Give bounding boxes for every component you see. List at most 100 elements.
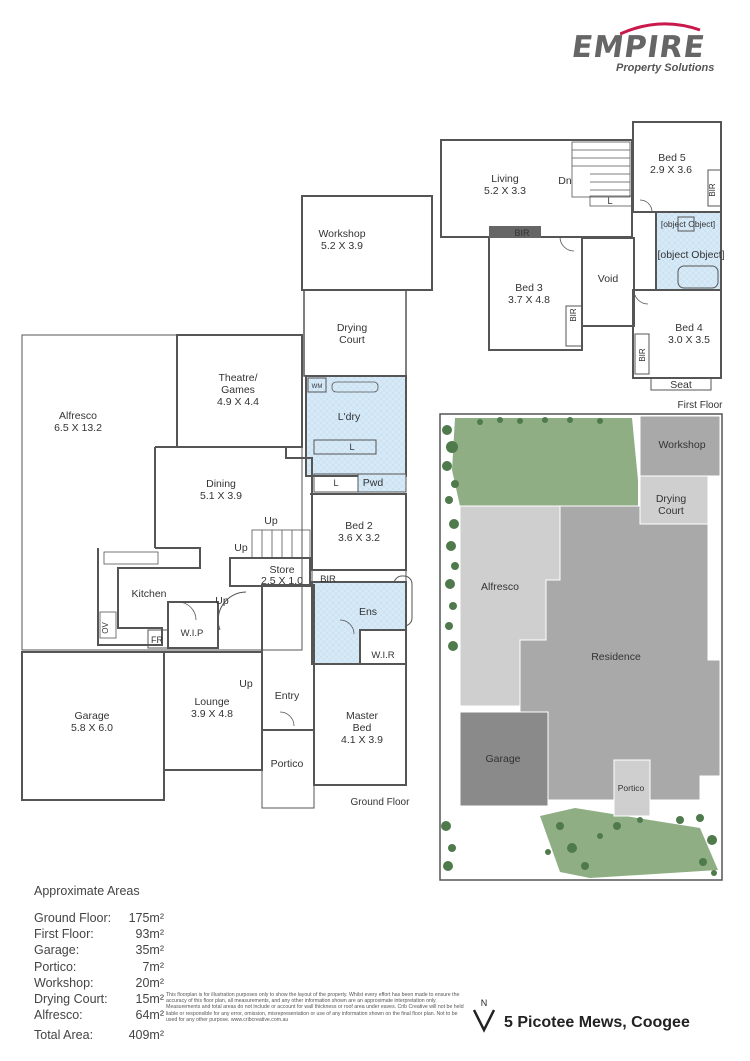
areas-heading: Approximate Areas: [34, 884, 140, 898]
garage-label: Garage: [74, 710, 109, 722]
areas-row: Garage: 35m²: [34, 942, 164, 958]
wip-room: [167, 601, 219, 649]
bir-label-1: BIR: [514, 228, 530, 238]
bed5-dims: 2.9 X 3.6: [650, 164, 692, 176]
areas-row: Workshop: 20m²: [34, 975, 164, 991]
bir-label-4: BIR: [638, 348, 647, 362]
theatre-dims: 4.9 X 4.4: [217, 396, 259, 408]
wir-label: W.I.R: [371, 650, 394, 661]
wip-label: W.I.P: [181, 628, 204, 639]
up-label-2: Up: [234, 542, 248, 554]
portico-label: Portico: [271, 758, 304, 770]
wir-room: [359, 629, 407, 665]
seat-box: [650, 377, 712, 391]
laundry-room: [305, 375, 407, 477]
first-floor-labels: Living 5.2 X 3.3 Dn L Bed 5 2.9 X 3.6 BI…: [484, 152, 725, 411]
bed4-label: Bed 4: [675, 322, 703, 334]
ground-floor-title: Ground Floor: [351, 797, 411, 808]
logo-swoosh: [620, 22, 701, 36]
site-drying-label-2: Court: [658, 505, 684, 517]
areas-table: Approximate Areas Ground Floor: 175m² Fir…: [34, 884, 164, 1044]
up-label-4: Up: [239, 678, 253, 690]
laundry-label: L'dry: [338, 411, 361, 423]
site-workshop-label: Workshop: [658, 439, 705, 451]
first-floor-plan: [440, 121, 722, 391]
area-value: 64m²: [135, 1008, 164, 1023]
area-label: Workshop:: [34, 975, 94, 990]
bed4-dims: 3.0 X 3.5: [668, 334, 710, 346]
area-value: 35m²: [135, 943, 164, 958]
master-dims: 4.1 X 3.9: [341, 734, 383, 746]
living-room: [440, 139, 633, 238]
area-label: Portico:: [34, 959, 77, 974]
brand-tagline: Property Solutions: [616, 62, 715, 74]
pwd-label: Pwd: [363, 477, 384, 489]
alfresco-area: [21, 334, 303, 651]
workshop-label: Workshop: [318, 228, 365, 240]
areas-row: Alfresco: 64m²: [34, 1007, 164, 1023]
site-workshop: [639, 415, 721, 477]
dining-label: Dining: [206, 478, 236, 490]
site-alfresco-label: Alfresco: [481, 581, 519, 593]
areas-row: First Floor:93m²: [34, 926, 164, 942]
l-label-ff: L: [607, 196, 612, 206]
bath-label: [object Object]: [657, 249, 724, 261]
kitchen-label: Kitchen: [131, 588, 166, 600]
master-bed-room: [313, 664, 407, 786]
first-floor-title: First Floor: [678, 400, 724, 411]
living-dims: 5.2 X 3.3: [484, 185, 526, 197]
area-value: 7m²: [142, 959, 164, 974]
bathroom: [655, 211, 722, 291]
area-label: Drying Court:: [34, 992, 108, 1007]
area-label: Ground Floor:: [34, 911, 112, 925]
ground-floor-plan: [21, 195, 433, 809]
l-label-1: L: [349, 442, 354, 452]
workshop-dims: 5.2 X 3.9: [321, 240, 363, 252]
void-label: Void: [598, 273, 619, 285]
bed5-label: Bed 5: [658, 152, 686, 164]
ens-label: Ens: [359, 606, 377, 618]
site-plan: Workshop Drying Court Alfresco Residence…: [439, 413, 723, 881]
bed2-dims: 3.6 X 3.2: [338, 532, 380, 544]
area-value: 15m²: [135, 992, 164, 1007]
site-garage-label: Garage: [485, 753, 520, 765]
living-label: Living: [491, 173, 519, 185]
bed2-label: Bed 2: [345, 520, 373, 532]
ground-stairs: [251, 529, 311, 559]
site-portico-label: Portico: [618, 783, 645, 793]
area-value: 20m²: [135, 975, 164, 990]
ov-label: OV: [101, 622, 110, 634]
void-area: [581, 237, 635, 327]
bir-label-3: BIR: [569, 308, 578, 322]
areas-row: Ground Floor: 175m²: [34, 910, 164, 926]
area-label: Alfresco:: [34, 1008, 83, 1023]
property-address: 5 Picotee Mews, Coogee: [504, 1014, 690, 1031]
wm-label: WM: [312, 384, 323, 390]
total-value: 409m²: [128, 1028, 164, 1043]
area-value: 93m²: [135, 927, 164, 942]
site-residence-label: Residence: [591, 651, 641, 663]
site-trees: [441, 417, 717, 876]
total-label: Total Area:: [34, 1028, 94, 1043]
first-floor-stairs: [571, 141, 633, 207]
site-residence: [519, 505, 721, 801]
up-label-3: Up: [215, 595, 229, 607]
l-label-2: L: [333, 478, 338, 488]
alfresco-label: Alfresco: [59, 410, 97, 422]
entry-room: [261, 584, 315, 731]
theatre-label: Theatre/: [218, 372, 257, 384]
brand-logo: EMPIRE Property Solutions: [560, 22, 730, 78]
area-label: Garage:: [34, 943, 80, 958]
north-label: N: [481, 998, 488, 1008]
dining-dims: 5.1 X 3.9: [200, 490, 242, 502]
master-label-2: Bed: [353, 722, 372, 734]
area-value: 175m²: [128, 911, 164, 925]
dn-label: Dn: [558, 175, 572, 187]
up-label-1: Up: [264, 515, 278, 527]
site-drying-label: Drying: [656, 493, 687, 505]
wc-label: [object Object]: [661, 219, 715, 229]
bed3-label: Bed 3: [515, 282, 543, 294]
garage-dims: 5.8 X 6.0: [71, 722, 113, 734]
lounge-label: Lounge: [194, 696, 229, 708]
